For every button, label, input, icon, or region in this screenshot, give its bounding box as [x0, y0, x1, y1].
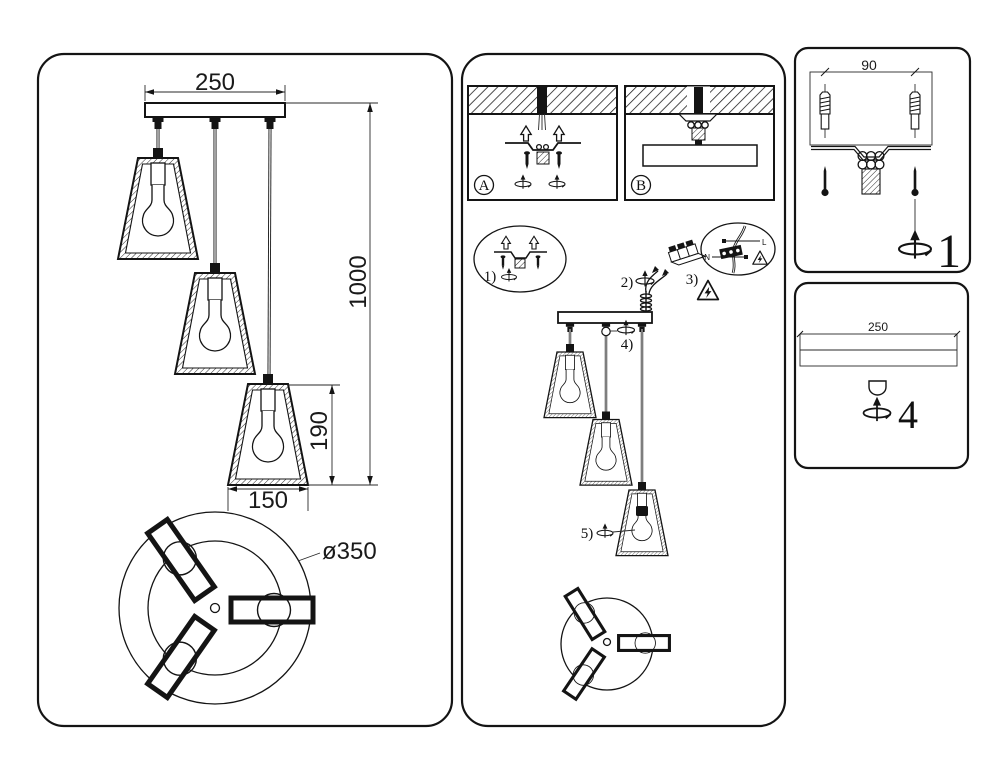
dimension-canopy-width: 250 — [144, 69, 286, 101]
canopy-mounted — [642, 144, 758, 167]
top-view-shade — [617, 631, 671, 655]
shade-cap — [153, 148, 163, 158]
top-view-small — [559, 585, 671, 703]
step-3: 3) — [686, 272, 720, 301]
hole-spacing-label: 90 — [861, 57, 877, 73]
top-view: ø350 — [118, 511, 377, 705]
bulb-base — [636, 506, 648, 516]
center-point — [209, 602, 221, 614]
step-box-b: B — [624, 85, 775, 201]
mounting-bracket — [494, 251, 547, 259]
shade-cap — [566, 344, 574, 352]
wiring-detail: N L — [700, 222, 776, 276]
shade-cap — [602, 411, 610, 420]
step-number-4: 4 — [898, 392, 918, 437]
canopy-width-label: 250 — [195, 69, 235, 96]
canopy-bar — [557, 311, 653, 324]
dim-tick — [796, 330, 804, 338]
shade-cap — [263, 374, 273, 384]
front-view-panel: 250 1000 — [36, 52, 454, 728]
step-3-label: 3) — [686, 272, 699, 288]
shade-height-label: 190 — [306, 411, 333, 451]
step-number-1: 1 — [937, 225, 961, 278]
center-point — [602, 637, 612, 647]
step-b-label: B — [636, 178, 646, 194]
dimension-shade-width: 150 — [227, 486, 309, 514]
bracket-detail-panel: 90 1 — [793, 46, 972, 278]
wire-n-label: N — [704, 253, 710, 262]
wires-to-terminal — [645, 270, 668, 295]
decorative-nut — [868, 380, 887, 396]
dim-tick — [953, 330, 961, 338]
dim-tick — [820, 67, 830, 77]
dimension-shade-height: 190 — [288, 384, 340, 485]
installation-panel-border — [460, 52, 787, 728]
shade-cap — [210, 263, 220, 273]
threaded-post — [536, 151, 550, 165]
pendant-cords — [156, 128, 272, 376]
installation-panel: A B 1) — [460, 52, 787, 728]
step-5: 5) — [581, 522, 636, 542]
total-height-label: 1000 — [345, 255, 372, 308]
canopy-bar — [144, 102, 286, 118]
label-b-circle — [630, 174, 652, 196]
canopy-panel-border — [793, 281, 970, 470]
step-4-label: 4) — [621, 337, 634, 353]
step-a-label: A — [479, 178, 490, 194]
mains-wires — [694, 87, 703, 114]
step-1-detail: 1) — [473, 225, 567, 293]
label-a-circle — [473, 174, 495, 196]
step-box-a: A — [467, 85, 618, 201]
terminal-block — [667, 239, 707, 266]
threaded-post — [861, 168, 881, 195]
bracket-plate — [809, 71, 933, 146]
mains-wires — [537, 87, 547, 114]
step-2: 2) — [621, 239, 707, 312]
threaded-post — [691, 127, 706, 141]
cord-grip — [601, 326, 611, 337]
pendant-assembly — [543, 311, 669, 557]
step-4: 4) — [601, 319, 636, 353]
front-view-panel-border — [36, 52, 454, 728]
dimension-total-height: 1000 — [285, 102, 378, 486]
mounting-bracket — [505, 142, 581, 151]
mounting-bracket — [811, 145, 931, 158]
base-diameter-label: ø350 — [322, 538, 377, 565]
shade-cap — [638, 482, 646, 490]
terminal-block — [719, 244, 743, 260]
dim-tick — [910, 67, 920, 77]
bracket-mounted — [677, 113, 719, 122]
step-2-label: 2) — [621, 275, 634, 291]
wire-l-label: L — [762, 238, 767, 247]
canopy-detail-panel: 250 4 — [793, 281, 970, 470]
step-5-label: 5) — [581, 526, 594, 542]
top-view-shade — [231, 594, 313, 627]
step-1-label: 1) — [484, 269, 497, 285]
bracket-nut — [857, 150, 885, 170]
diameter-leader-line — [297, 552, 321, 562]
shade-width-label: 150 — [248, 487, 288, 514]
canopy-width-label-small: 250 — [868, 320, 888, 334]
